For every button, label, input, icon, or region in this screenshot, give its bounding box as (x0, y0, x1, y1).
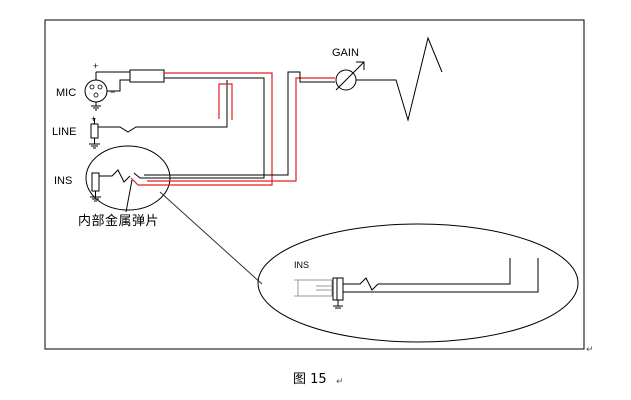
spring-label-leader (125, 179, 133, 213)
line-label: LINE (52, 126, 76, 138)
ins-detail-ellipse (257, 223, 579, 343)
red-wire-gain-path (147, 77, 335, 182)
zoom-leader-line (159, 191, 263, 285)
black-wire-mic-path (133, 77, 265, 179)
line-signal-wire (98, 80, 228, 133)
line-connector (89, 118, 100, 149)
internal-spring-label: 内部金属弹片 (78, 213, 159, 229)
ins-detail-label: INS (294, 260, 309, 270)
mic-transformer-box (129, 69, 165, 83)
red-wire-line-path (218, 83, 233, 120)
frame-return-mark: ↵ (586, 345, 594, 355)
diagram-frame (44, 19, 585, 350)
mic-minus-wire (107, 79, 130, 92)
ins-label: INS (54, 175, 72, 187)
mic-plus-sign: + (93, 61, 98, 71)
mic-label: MIC (56, 87, 76, 99)
detail-wire-black-2 (372, 258, 539, 293)
black-wire-gain-path (144, 71, 335, 176)
gain-potentiometer-icon (335, 61, 365, 91)
ins-detail-jack-icon (294, 277, 379, 309)
mic-connector (84, 72, 108, 111)
red-wire-mic-path (130, 72, 273, 186)
detail-wire-black-1 (378, 258, 511, 285)
caption-return-mark: ↵ (336, 377, 344, 387)
mic-minus-sign: − (110, 87, 115, 97)
figure-caption: 图 15 (293, 372, 327, 387)
gain-label: GAIN (332, 47, 359, 59)
ins-jack (90, 169, 131, 202)
line-plus-sign: + (91, 114, 96, 124)
output-zigzag-wire (356, 36, 443, 122)
